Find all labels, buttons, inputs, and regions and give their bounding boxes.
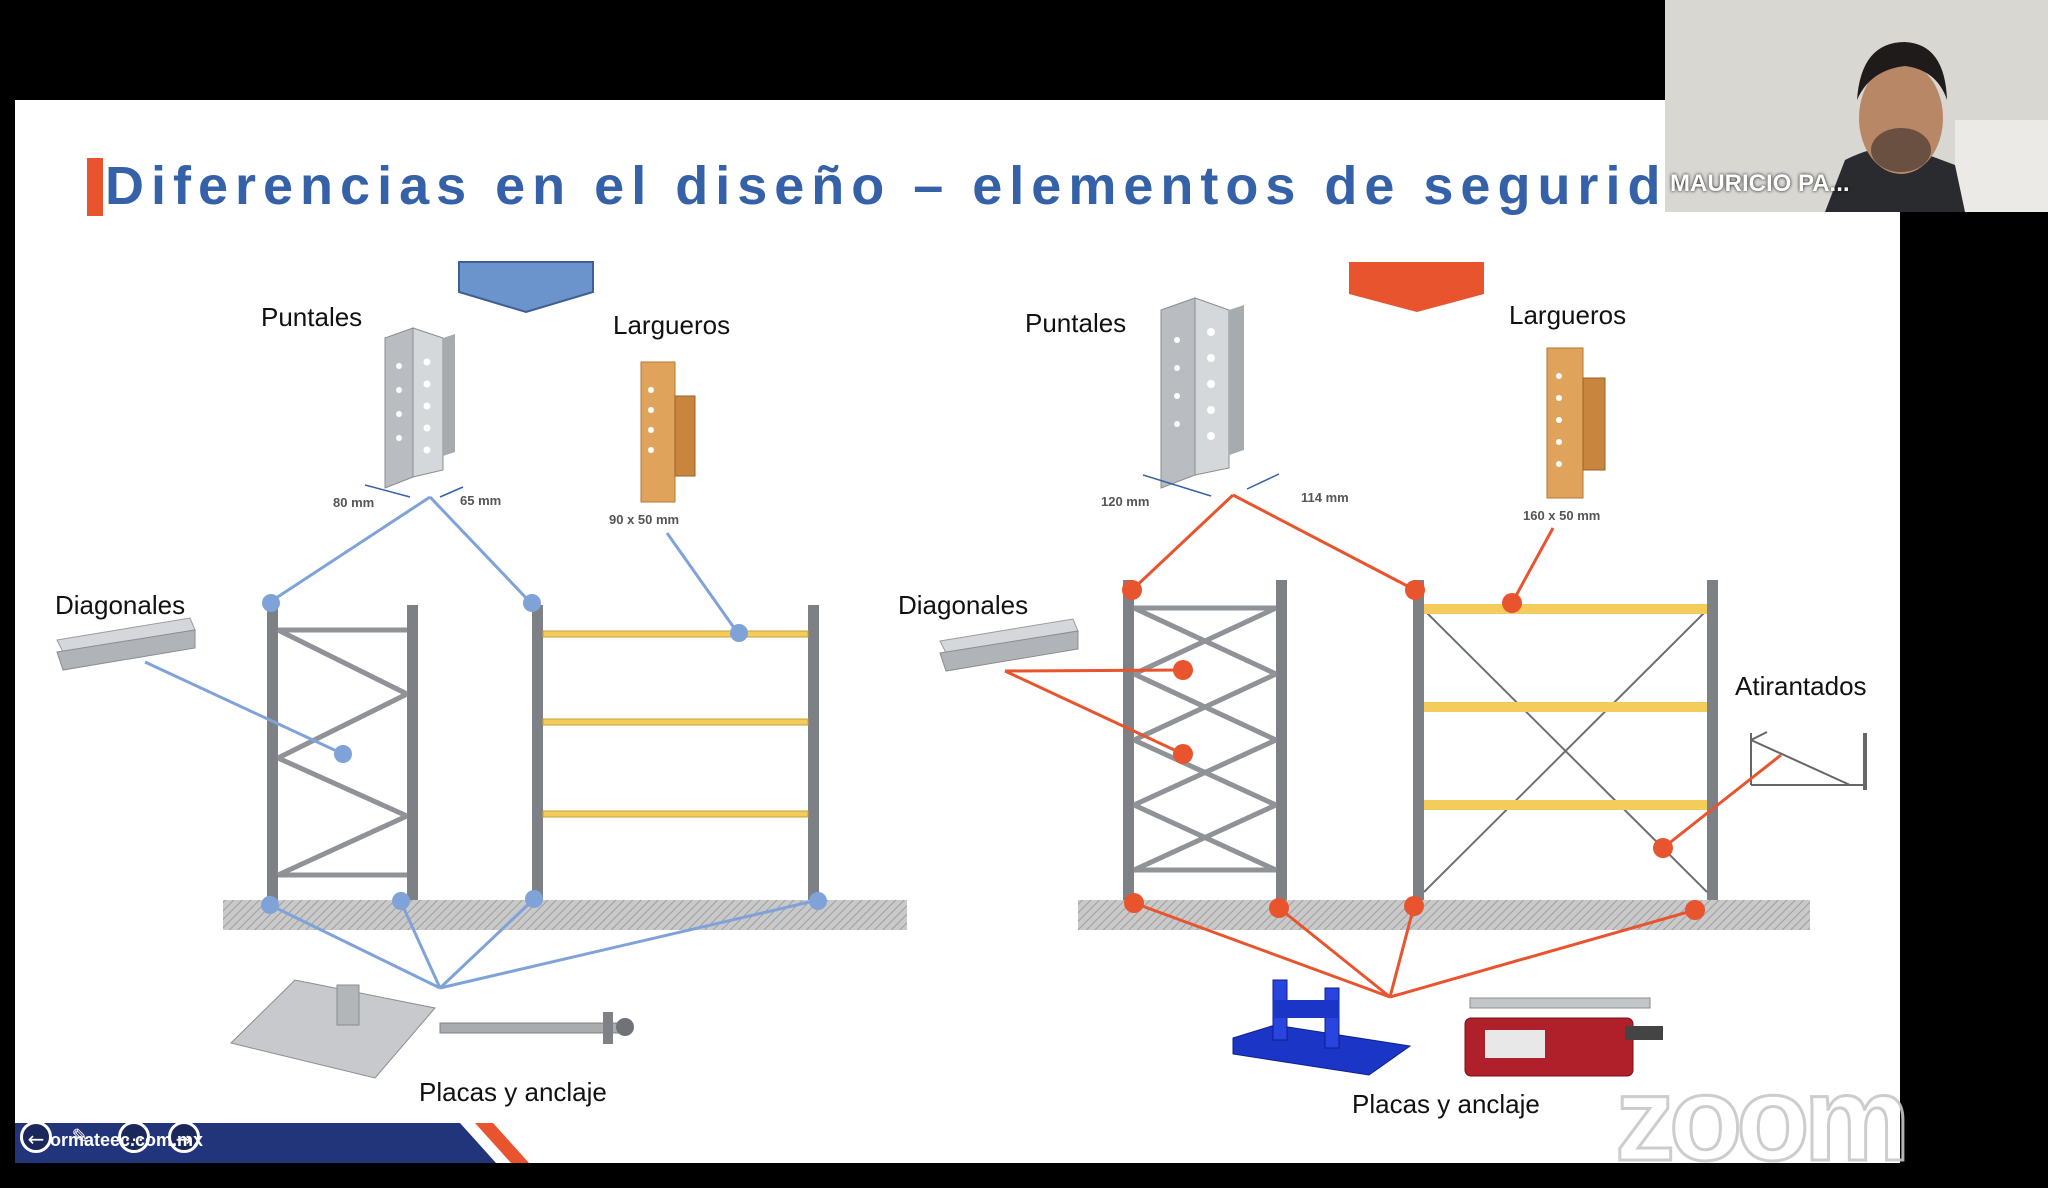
dimension-arrows-left	[364, 484, 464, 498]
pen-icon: ✎	[71, 1124, 89, 1148]
dimension-114mm: 114 mm	[1301, 490, 1349, 505]
connectors-right	[1004, 493, 1782, 999]
chemical-anchor-image-right	[1464, 997, 1663, 1077]
footer-accent-stripe	[475, 1123, 529, 1163]
anchor-bolt-image-left	[439, 1012, 634, 1044]
label-diagonales-left: Diagonales	[55, 590, 186, 620]
orange-arrow-marker	[1349, 262, 1484, 312]
dimension-80mm: 80 mm	[333, 495, 375, 510]
title-accent-bar	[87, 158, 103, 216]
base-plate-image-left	[230, 979, 436, 1079]
puntal-image-right	[1160, 297, 1244, 489]
label-largueros-right: Largueros	[1509, 300, 1627, 330]
dimension-arrows-right	[1142, 473, 1280, 497]
previous-slide-button[interactable]: ←	[20, 1121, 52, 1153]
dimension-160x50mm: 160 x 50 mm	[1523, 508, 1601, 523]
dimension-120mm: 120 mm	[1101, 494, 1150, 509]
rack-beams-left	[532, 605, 819, 900]
label-puntales-left: Puntales	[261, 302, 363, 332]
label-largueros-left: Largueros	[613, 310, 731, 340]
rack-frame-right	[1123, 580, 1287, 900]
label-puntales-right: Puntales	[1025, 308, 1127, 338]
rack-frame-left	[267, 605, 418, 900]
connector-dots-left	[261, 594, 827, 914]
more-options-button[interactable]: ⋯	[118, 1121, 150, 1153]
participant-video-image	[1665, 0, 2048, 212]
puntal-image-left	[384, 327, 455, 489]
label-placas-left: Placas y anclaje	[419, 1077, 607, 1107]
pen-tool-button[interactable]: ✎	[64, 1121, 96, 1153]
blue-arrow-marker	[458, 261, 594, 314]
connector-dots-right	[1122, 580, 1705, 920]
dimension-90x50mm: 90 x 50 mm	[609, 512, 680, 527]
footer-website: ormateec.com.mx	[50, 1130, 204, 1150]
slide-title: Diferencias en el diseño – elementos de …	[105, 156, 1745, 216]
rack-beams-right	[1413, 580, 1718, 900]
label-atirantados: Atirantados	[1735, 671, 1867, 701]
diagonal-image-right	[939, 618, 1079, 672]
slide-diagram	[15, 261, 1867, 1163]
larguero-image-left	[640, 361, 696, 503]
zoom-watermark: zoom	[1613, 1051, 1911, 1188]
shared-slide: Diferencias en el diseño – elementos de …	[15, 100, 1900, 1163]
participant-video-tile[interactable]: MAURICIO PA...	[1665, 0, 2048, 212]
dimension-65mm: 65 mm	[460, 493, 502, 508]
participant-name: MAURICIO PA...	[1670, 170, 1850, 197]
connectors-left	[144, 495, 819, 990]
atirantado-sketch	[1750, 731, 1867, 790]
base-plate-image-right	[1232, 979, 1412, 1076]
arrow-left-icon: ←	[27, 1127, 45, 1151]
label-diagonales-right: Diagonales	[898, 590, 1029, 620]
next-slide-button[interactable]: →	[168, 1121, 200, 1153]
larguero-image-right	[1546, 347, 1606, 499]
arrow-right-icon: →	[175, 1127, 193, 1151]
more-icon: ⋯	[124, 1127, 144, 1151]
diagonal-image-left	[56, 617, 196, 671]
label-placas-right: Placas y anclaje	[1352, 1089, 1540, 1119]
